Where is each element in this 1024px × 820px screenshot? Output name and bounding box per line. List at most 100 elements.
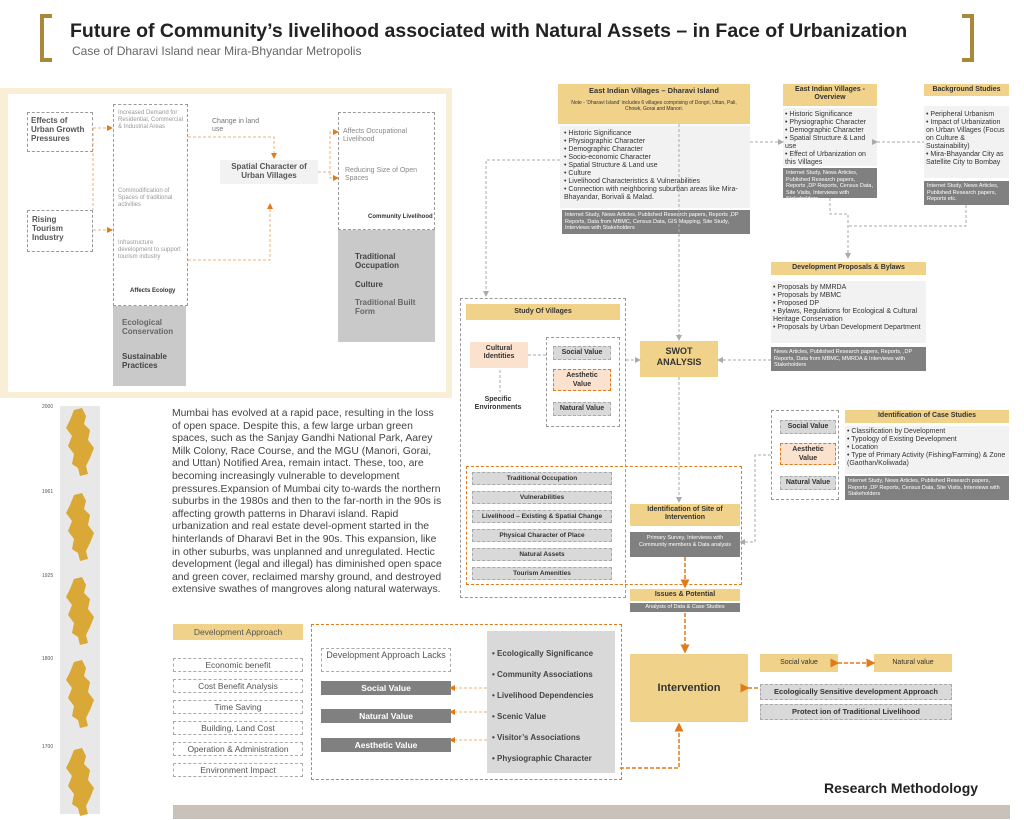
case-sources: Internet Study, News Articles, Published… [845,476,1009,500]
intervention-natural-label: Natural value [892,659,934,666]
intervention-protection: Protect ion of Traditional Livelihood [760,704,952,720]
dharavi-note: Note - ‘Dharavi Island’ includes 6 villa… [571,100,737,112]
aspect-item: Physical Character of Place [472,529,612,542]
case-values-frame [771,410,839,500]
proposals-sources: News Articles, Published Research papers… [771,347,926,371]
overview-sources-text: Internet Study, News Articles, Published… [786,170,874,202]
study-header: Study Of Villages [466,304,620,320]
affects-ecology: Affects Ecology [130,288,176,294]
quality-item: Livelihood Dependencies [492,685,612,706]
site-sources: Primary Survey, Interviews with Communit… [630,532,740,557]
proposals-header: Development Proposals & Bylaws [771,262,926,275]
footer-label: Research Methodology [824,780,979,796]
list-item: Demographic Character [785,127,875,135]
approach-item: Building, Land Cost [173,721,303,735]
aspect-item: Traditional Occupation [472,472,612,485]
list-item: Connection with neighboring suburban are… [564,186,746,202]
approach-frame [311,624,622,780]
mumbai-map-icon [66,408,94,476]
intervention-approach: Ecologically Sensitive development Appro… [760,684,952,700]
livelihood-values [338,230,435,342]
demand-stack [113,104,188,306]
values-frame [546,337,620,427]
background-sources: Internet Study, News Articles, Published… [924,181,1009,205]
list-item: Spatial Structure & Land use [564,162,746,170]
approach-value: Social Value [321,681,451,695]
specific-environments: Specific Environments [474,396,522,411]
list-item: Physiographic Character [785,119,875,127]
proposals-list: Proposals by MMRDAProposals by MBMCPropo… [771,281,926,343]
intervention-social-label: Social value [780,659,818,666]
aspect-item: Natural Assets [472,548,612,561]
swot-label: SWOT ANALYSIS [656,346,702,367]
overview-title: East Indian Villages - Overview [795,86,865,101]
livelihood-stack [338,112,435,230]
case-studies-list: Classification by DevelopmentTypology of… [845,426,1009,474]
traditional-occupation: Traditional Occupation [355,252,400,270]
issues-title: Issues & Potential [654,591,716,598]
dharavi-title: East Indian Villages – Dharavi Island [589,86,719,95]
case-studies-header: Identification of Case Studies [845,410,1009,423]
mumbai-map-icon [66,493,94,561]
case-social-value: Social Value [780,420,836,434]
study-aesthetic-value: Aesthetic Value [553,369,611,391]
list-item: Historic Significance [785,111,875,119]
list-item: Impact of Urbanization on Urban Villages… [926,119,1007,151]
community-livelihood: Community Livelihood [368,214,433,220]
mumbai-map-icon [66,660,94,728]
list-item: Culture [564,170,746,178]
overview-list: Historic SignificancePhysiographic Chara… [783,108,877,166]
effects-box: Effects of Urban Growth Pressures [27,112,93,152]
approach-item: Cost Benefit Analysis [173,679,303,693]
quality-item: Ecologically Significance [492,643,612,664]
aspect-item: Tourism Amenities [472,567,612,580]
intervention-natural: Natural value [874,654,952,672]
list-item: Proposals by MMRDA [773,284,924,292]
case-sources-text: Internet Study, News Articles, Published… [848,478,1000,497]
tourism-label: Rising Tourism Industry [32,215,64,242]
qualities-list: Ecologically SignificanceCommunity Assoc… [492,643,612,769]
ecology-values [113,306,186,386]
approach-lacks: Development Approach Lacks [321,648,451,672]
change-land-use: Change in land use [212,118,260,133]
page-title: Future of Community’s livelihood associa… [70,20,908,42]
narrative-text: Mumbai has evolved at a rapid pace, resu… [172,408,442,596]
intervention-social: Social value [760,654,838,672]
case-items: Classification by DevelopmentTypology of… [847,428,1007,468]
quality-item: Physiographic Character [492,748,612,769]
footer-bar [173,805,1010,819]
site-header: Identification of Site of Intervention [630,504,740,526]
intervention-title: Intervention [657,682,721,694]
timeline-year: 2000 [42,404,54,410]
affects-occupational: Affects Occupational Livelihood [343,128,408,143]
proposals-items: Proposals by MMRDAProposals by MBMCPropo… [773,284,924,332]
list-item: Type of Primary Activity (Fishing/Farmin… [847,452,1007,468]
effects-label: Effects of Urban Growth Pressures [31,116,85,143]
overview-header: East Indian Villages - Overview [783,84,877,106]
list-item: Effect of Urbanization on this Villages [785,151,875,167]
ecological-conservation: Ecological Conservation [122,318,174,336]
list-item: Spatial Structure & Land use [785,135,875,151]
approach-title: Development Approach [193,627,283,637]
list-item: Historic Significance [564,130,746,138]
proposals-title: Development Proposals & Bylaws [792,264,905,271]
background-items: Peripheral UrbanismImpact of Urbanizatio… [926,111,1007,167]
site-sources-text: Primary Survey, Interviews with Communit… [638,535,731,548]
left-bracket [40,14,52,62]
issues-sub-text: Analysis of Data & Case Studies [645,604,725,610]
approach-item: Environment Impact [173,763,303,777]
sustainable-practices: Sustainable Practices [122,352,167,370]
list-item: Mira-Bhayandar City as Satellite City to… [926,151,1007,167]
dharavi-items: Historic SignificancePhysiographic Chara… [564,130,746,202]
traditional-built-form: Traditional Built Form [355,298,416,316]
case-aesthetic-value: Aesthetic Value [780,443,836,465]
cultural-identities-label: Cultural Identities [483,345,515,360]
page-subtitle: Case of Dharavi Island near Mira-Bhyanda… [72,44,362,58]
list-item: Location [847,444,1007,452]
study-title: Study Of Villages [514,308,572,315]
intervention-box: Intervention [630,654,748,722]
timeline-year: 1925 [42,573,54,579]
cultural-identities: Cultural Identities [470,342,528,368]
spatial-character-label: Spatial Character of Urban Villages [231,162,307,180]
dharavi-list: Historic SignificancePhysiographic Chara… [560,126,750,208]
